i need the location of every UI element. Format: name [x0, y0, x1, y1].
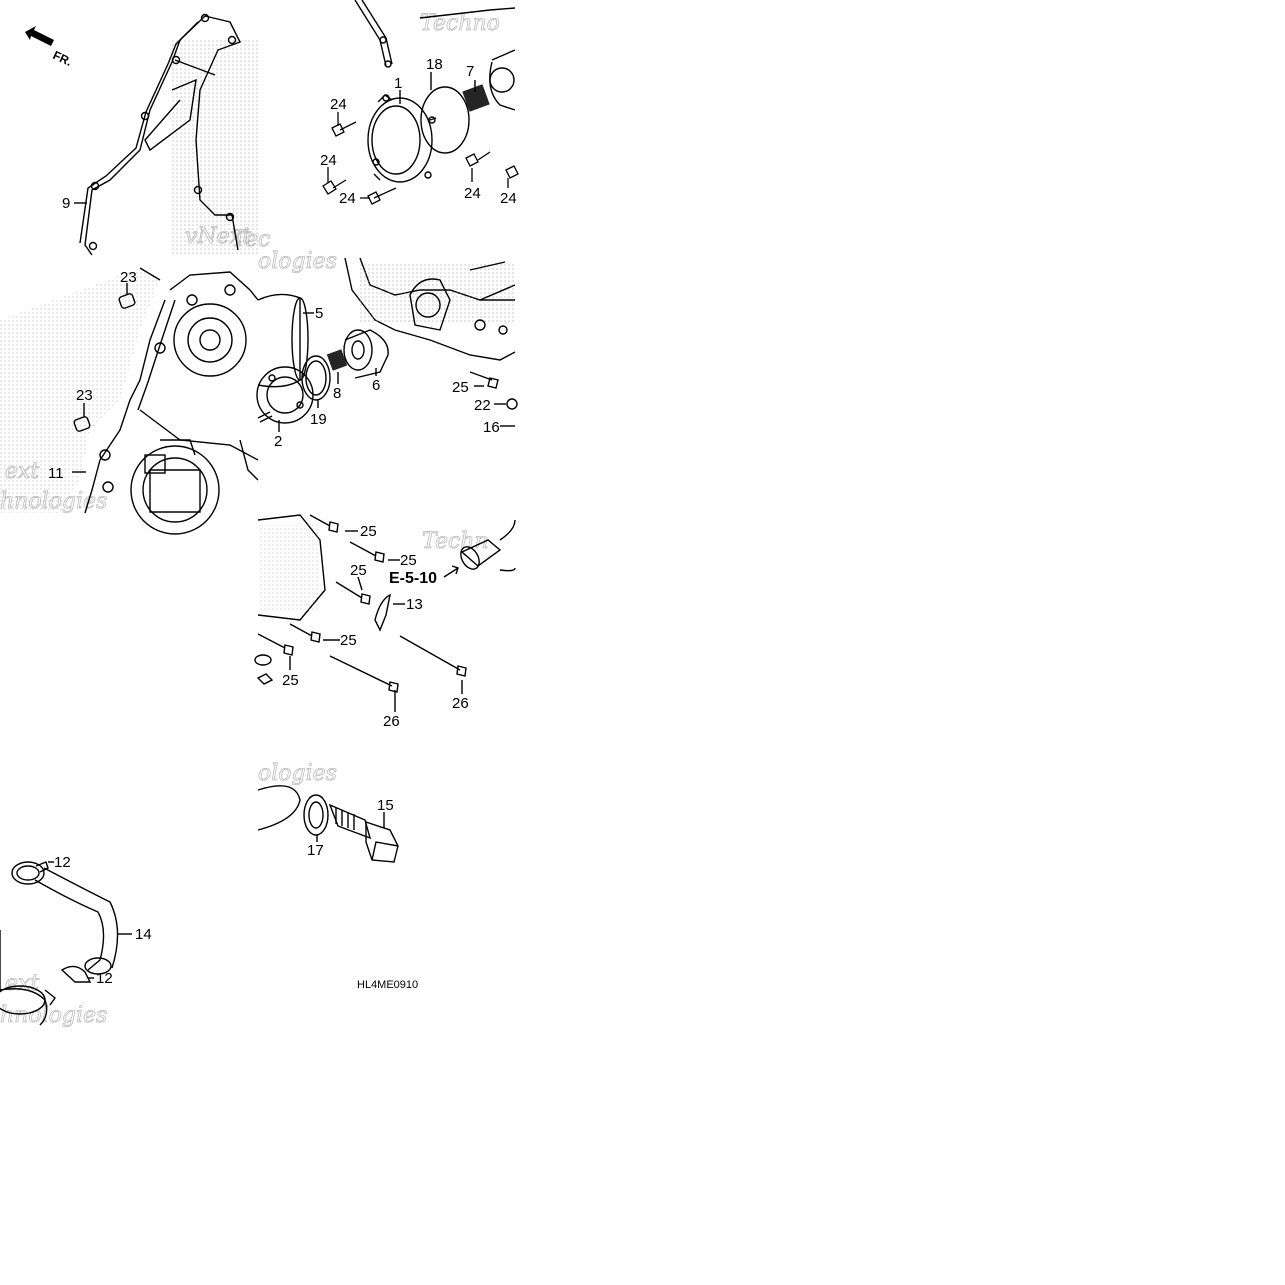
part-label-12: 12	[96, 970, 113, 987]
part-label-25: 25	[400, 552, 417, 569]
tile-hose	[0, 861, 132, 1026]
part-label-26: 26	[383, 713, 400, 730]
part-label-7: 7	[466, 63, 474, 80]
part-label-8: 8	[333, 385, 341, 402]
reference-label: E-5-10	[389, 570, 437, 587]
part-label-12: 12	[54, 854, 71, 871]
part-label-9: 9	[62, 195, 70, 212]
part-label-23: 23	[120, 269, 137, 286]
part-label-24: 24	[330, 96, 347, 113]
part-label-11: 11	[48, 465, 64, 482]
part-label-25: 25	[360, 523, 377, 540]
tile-oil-filter	[256, 293, 389, 432]
part-label-5: 5	[315, 305, 323, 322]
part-label-16: 16	[483, 419, 500, 436]
part-label-25: 25	[340, 632, 357, 649]
watermark-text: hnologies	[0, 1003, 107, 1028]
part-label-13: 13	[406, 596, 423, 613]
diagram-code: HL4ME0910	[357, 979, 418, 991]
watermark-text: Techn	[422, 529, 489, 554]
watermark-text: Techno	[420, 11, 500, 36]
part-label-24: 24	[464, 185, 481, 202]
watermark-text: ologies	[258, 249, 337, 274]
tile-gasket	[74, 13, 258, 256]
watermark-text: ologies	[258, 761, 337, 786]
part-label-23: 23	[76, 387, 93, 404]
part-label-18: 18	[426, 56, 443, 73]
tile-engine-casing	[344, 257, 518, 427]
part-label-14: 14	[135, 926, 152, 943]
part-label-6: 6	[372, 377, 380, 394]
part-label-25: 25	[350, 562, 367, 579]
part-label-24: 24	[320, 152, 337, 169]
front-direction-arrow-icon: FR.	[25, 26, 74, 69]
part-label-26: 26	[452, 695, 469, 712]
tile-bolts	[254, 514, 516, 712]
part-label-25: 25	[282, 672, 299, 689]
tile-filter-cover	[354, 0, 516, 183]
part-label-15: 15	[377, 797, 394, 814]
bolts-24	[322, 112, 519, 205]
part-label-17: 17	[307, 842, 324, 859]
tile-drain-bolt	[257, 785, 399, 863]
part-label-24: 24	[500, 190, 517, 207]
part-label-25: 25	[452, 379, 469, 396]
part-label-24: 24	[339, 190, 356, 207]
front-direction-label: FR.	[51, 48, 74, 69]
part-label-22: 22	[474, 397, 491, 414]
tile-crankcase-cover	[0, 267, 259, 535]
part-label-19: 19	[310, 411, 327, 428]
part-label-1: 1	[394, 75, 402, 92]
part-label-2: 2	[274, 433, 282, 450]
